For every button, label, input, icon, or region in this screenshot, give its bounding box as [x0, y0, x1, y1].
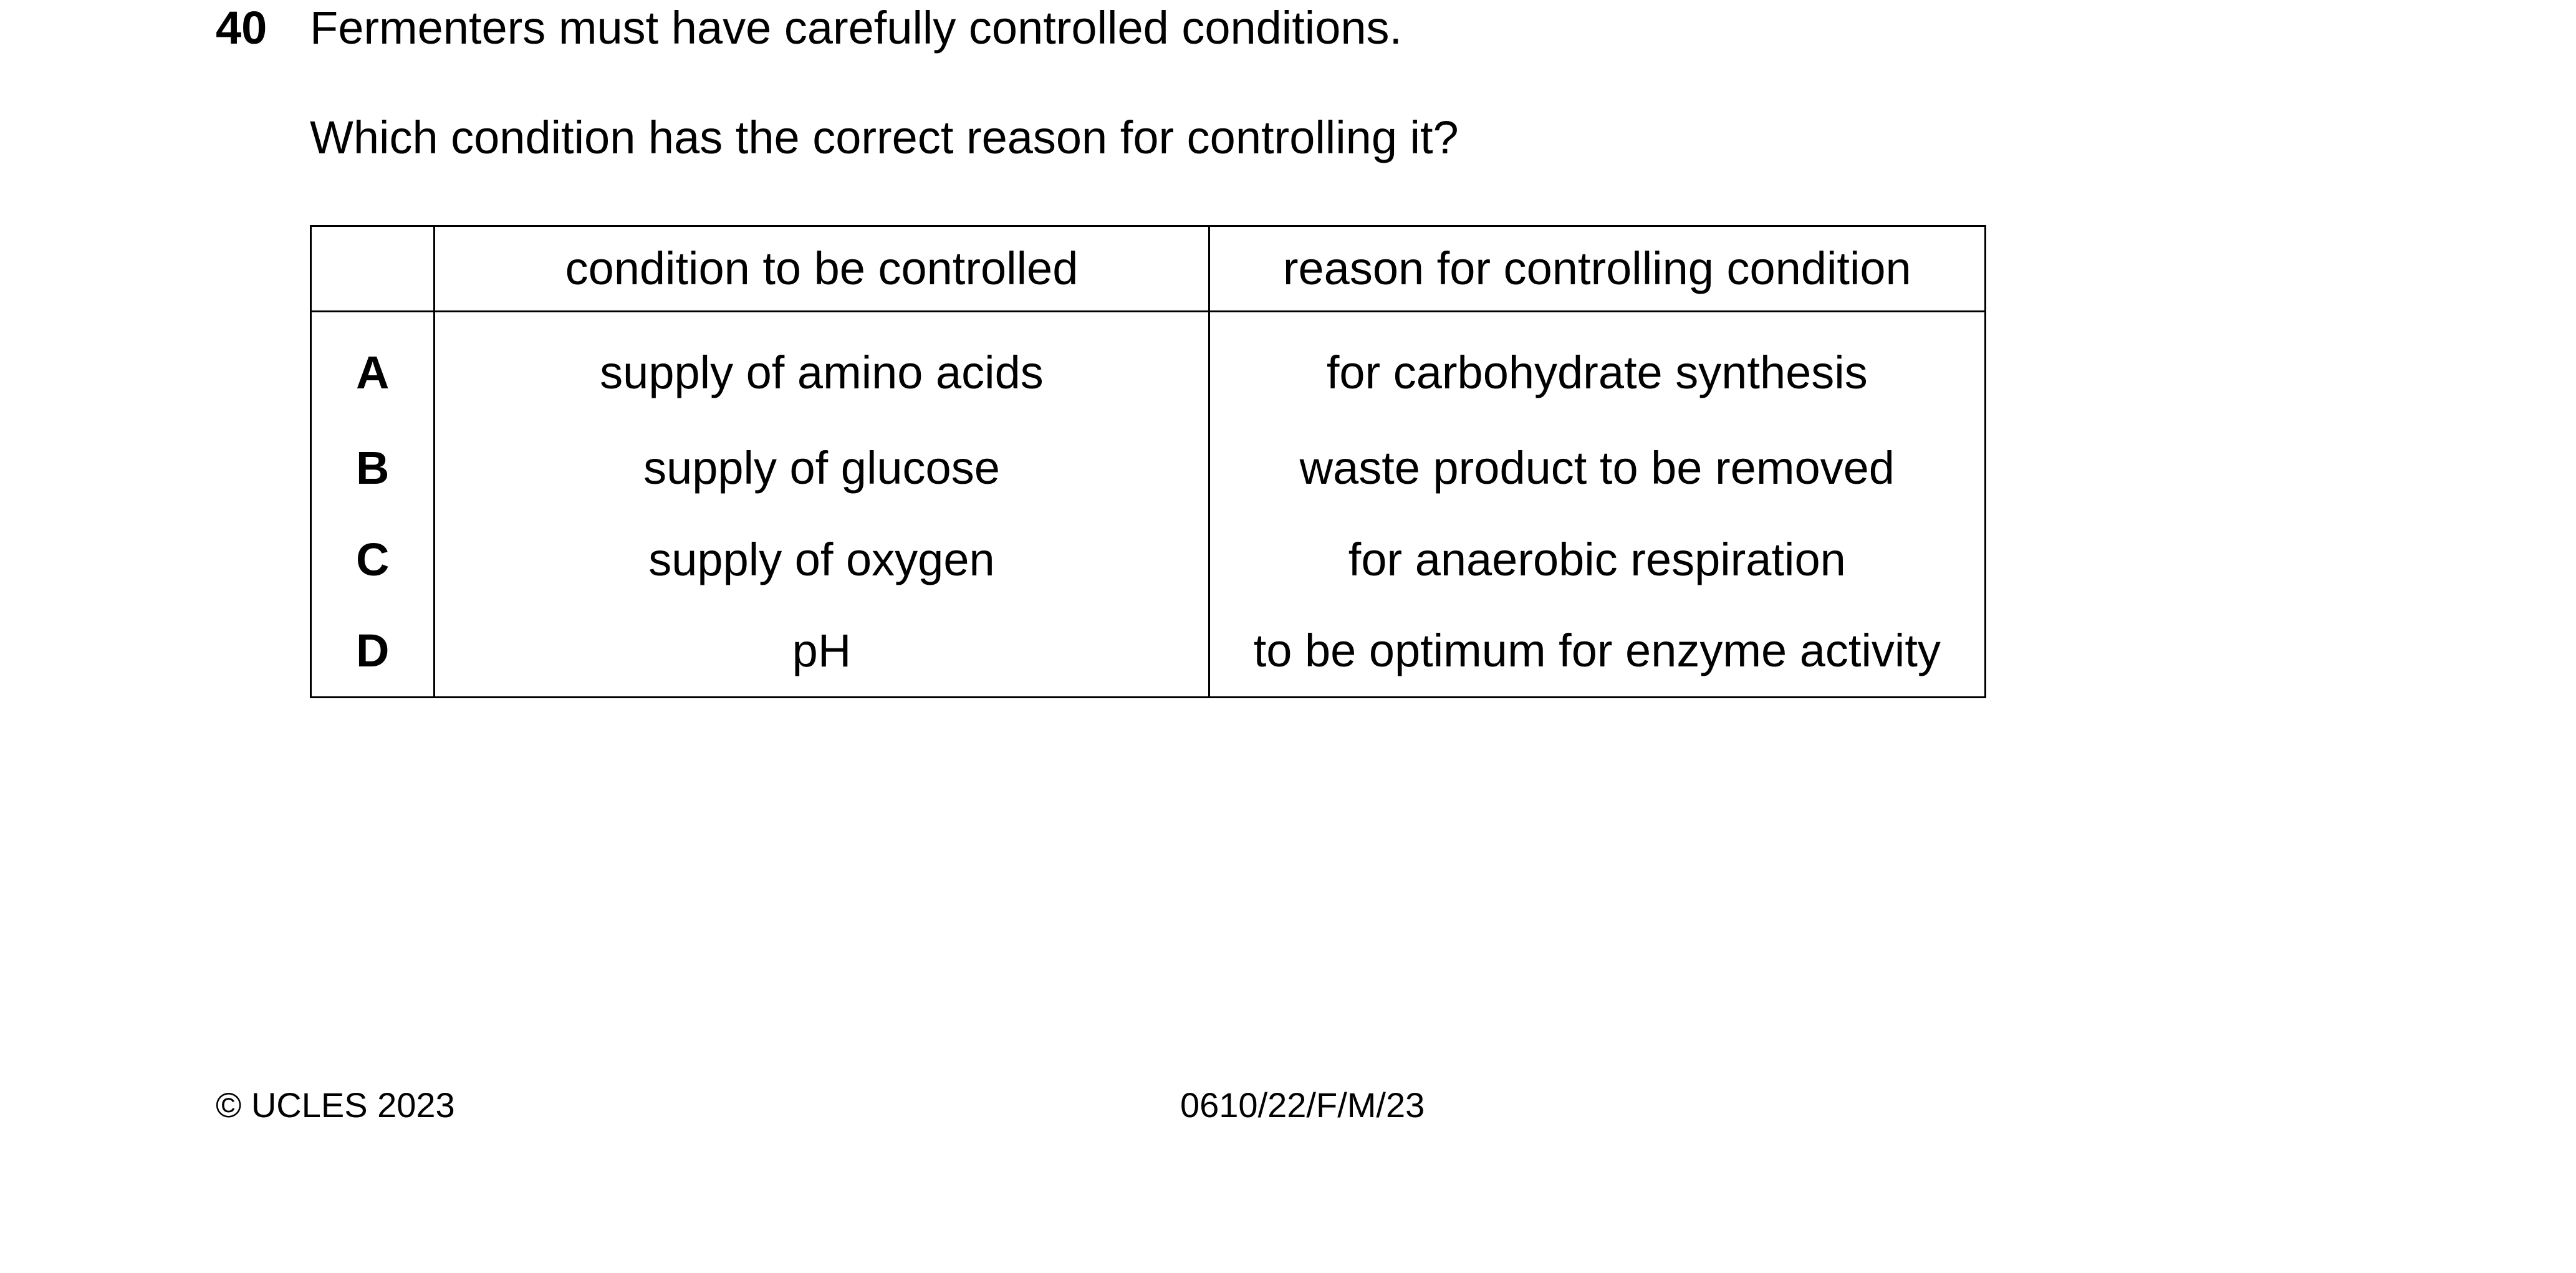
- table-header-row: condition to be controlled reason for co…: [309, 225, 1987, 312]
- option-letter: C: [309, 514, 436, 605]
- paper-code: 0610/22/F/M/23: [1180, 1085, 1425, 1125]
- option-reason: for anaerobic respiration: [1208, 514, 1987, 605]
- option-condition: supply of amino acids: [433, 311, 1210, 422]
- table-row: A supply of amino acids for carbohydrate…: [309, 311, 1987, 422]
- question-prompt: Which condition has the correct reason f…: [310, 112, 1459, 163]
- header-letter: [309, 225, 436, 312]
- question-number: 40: [216, 2, 267, 54]
- option-reason: waste product to be removed: [1208, 422, 1987, 514]
- option-condition: supply of glucose: [433, 422, 1210, 514]
- table-row: C supply of oxygen for anaerobic respira…: [309, 514, 1987, 605]
- header-condition: condition to be controlled: [433, 225, 1210, 312]
- table-row: B supply of glucose waste product to be …: [309, 422, 1987, 514]
- answer-table: condition to be controlled reason for co…: [309, 225, 1987, 698]
- option-reason: for carbohydrate synthesis: [1208, 311, 1987, 422]
- option-condition: supply of oxygen: [433, 514, 1210, 605]
- option-letter: B: [309, 422, 436, 514]
- option-letter: D: [309, 605, 436, 698]
- copyright-notice: © UCLES 2023: [216, 1085, 455, 1125]
- table-row: D pH to be optimum for enzyme activity: [309, 605, 1987, 698]
- header-reason: reason for controlling condition: [1208, 225, 1987, 312]
- option-reason: to be optimum for enzyme activity: [1208, 605, 1987, 698]
- option-condition: pH: [433, 605, 1210, 698]
- question-stem: Fermenters must have carefully controlle…: [310, 2, 1403, 54]
- option-letter: A: [309, 311, 436, 422]
